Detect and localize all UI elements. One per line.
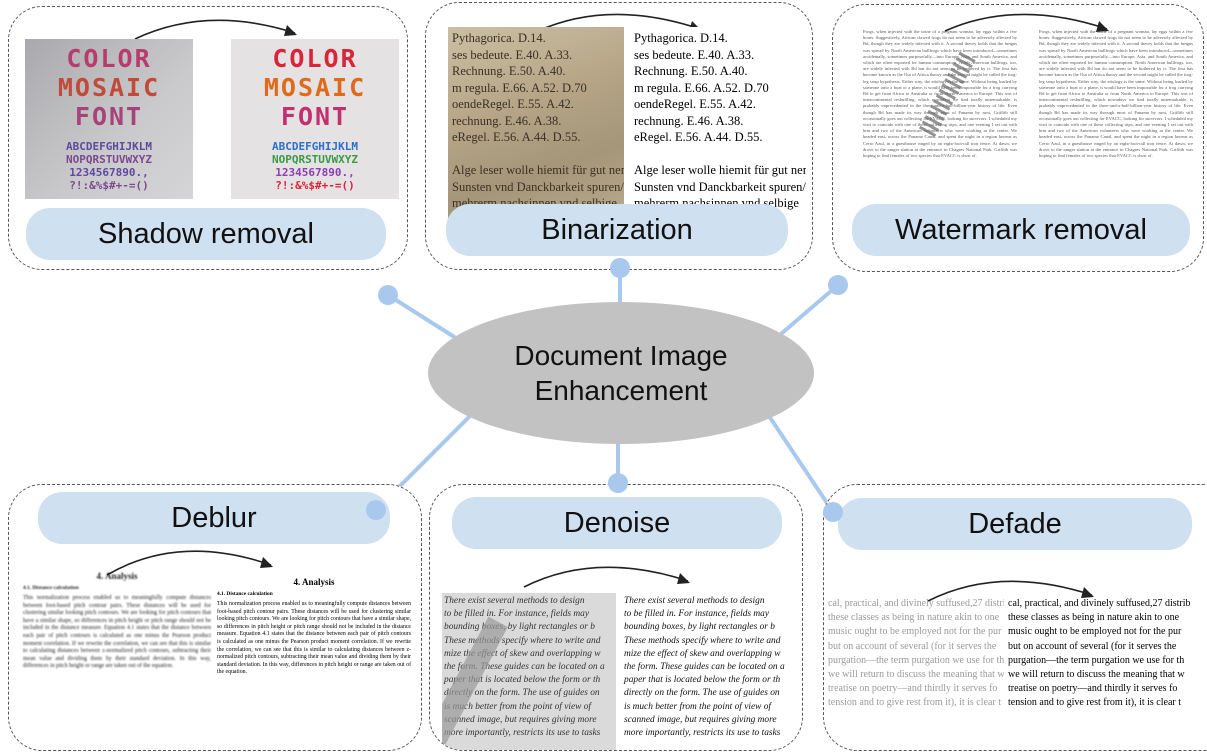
dot-defade — [823, 502, 843, 522]
denoise-line: These methods specify where to write and — [624, 635, 781, 646]
defade-line: these classes as being in nature akin to… — [828, 612, 1000, 624]
shadow-input-image: COLOR MOSAIC FONT ABCDEFGHIJKLM NOPQRSTU… — [25, 39, 193, 199]
defade-label: Defade — [838, 498, 1192, 550]
denoise-line: bounding boxes, by light rectangles or b — [624, 622, 775, 633]
shadow-output-image: COLOR MOSAIC FONT ABCDEFGHIJKLM NOPQRSTU… — [231, 39, 399, 199]
defade-line: cal, practical, and divinely suffused,27… — [828, 598, 1004, 609]
center-hub: Document Image Enhancement — [428, 302, 814, 444]
fraktur-line — [452, 146, 624, 163]
denoise-line: is much better from the point of view of — [624, 701, 772, 712]
defade-line: we will return to discuss the meaning th… — [1008, 669, 1185, 681]
denoise-line: bounding boxes, by light rectangles or b — [444, 622, 595, 633]
denoise-line: the form. These guides can be located on… — [624, 662, 785, 673]
fraktur-line: ses bedeute. E.40. A.33. — [452, 47, 573, 62]
fraktur-line: eRegel. E.56. A.44. D.55. — [452, 130, 581, 144]
deblur-label: Deblur — [38, 492, 390, 544]
fraktur-line: Pythagorica. D.14. — [452, 31, 546, 45]
defade-line: tension and to give rest from it), it is… — [1008, 697, 1182, 709]
denoise-line: mize the effect of skew and overlapping … — [444, 648, 601, 659]
denoise-panel: There exist several methods to design to … — [429, 484, 803, 751]
fraktur-line — [634, 146, 806, 163]
fraktur-line: rechnung. E.46. A.38. — [452, 113, 562, 128]
defade-line: music ought to be employed not for the p… — [1008, 626, 1182, 638]
defade-line: music ought to be employed not for the p… — [828, 626, 1002, 638]
denoise-line: to be filled in. For instance, fields ma… — [444, 609, 590, 620]
fraktur-line: oendeRegel. E.55. A.42. — [634, 97, 756, 111]
denoise-line: directly on the form. The use of guides … — [444, 688, 600, 699]
defade-line: tension and to give rest from it), it is… — [828, 697, 1002, 709]
denoise-line: paper that is located below the form or … — [444, 675, 601, 686]
denoise-input-image: There exist several methods to design to … — [442, 593, 616, 750]
fraktur-line: Alge leser wolle hiemit für gut nemmen — [452, 163, 624, 177]
watermark-removal-label: Watermark removal — [852, 204, 1190, 256]
fraktur-line: eRegel. E.56. A.44. D.55. — [634, 130, 763, 144]
center-title-line2: Enhancement — [534, 375, 708, 406]
fraktur-line: Alge leser wolle hiemit für gut nemmen — [634, 163, 806, 177]
watermark-output-image: Frogs, when injected with the urine of a… — [1039, 29, 1193, 159]
denoise-line: more importantly, restricts its use to t… — [444, 728, 601, 739]
denoise-arrow-icon — [523, 566, 690, 588]
denoise-line: more importantly, restricts its use to t… — [624, 728, 781, 739]
binarization-label: Binarization — [446, 204, 788, 256]
denoise-line: scanned image, but requires giving more — [624, 714, 777, 725]
defade-line: cal, practical, and divinely suffused,27… — [1008, 598, 1191, 609]
defade-input-image: cal, practical, and divinely suffused,27… — [828, 597, 1004, 709]
fraktur-line: Rechnung. E.50. A.40. — [452, 64, 566, 78]
fraktur-line: Sunsten vnd Danckbarkeit spuren/ gebe — [452, 179, 624, 194]
dot-shadow — [378, 285, 398, 305]
denoise-line: paper that is located below the form or … — [624, 675, 781, 686]
denoise-line: There exist several methods to design — [624, 596, 765, 606]
denoise-line: These methods specify where to write and — [444, 635, 601, 646]
defade-line: purgation—the term purgation we use for … — [1008, 654, 1185, 666]
denoise-line: scanned image, but requires giving more — [444, 714, 597, 725]
link-defade — [763, 408, 835, 514]
defade-line: treatise on poetry—and thirdly it serves… — [1008, 683, 1178, 695]
defade-line: we will return to discuss the meaning th… — [828, 669, 1004, 681]
watermark-arrow-icon — [944, 13, 1109, 32]
denoise-line: mize the effect of skew and overlapping … — [624, 648, 781, 659]
fraktur-line: ses bedeute. E.40. A.33. — [634, 47, 755, 62]
defade-line: purgation—the term purgation we use for … — [828, 654, 1004, 666]
denoise-label: Denoise — [452, 497, 782, 549]
denoise-line: directly on the form. The use of guides … — [624, 688, 780, 699]
denoise-line: is much better from the point of view of — [444, 701, 592, 712]
binarization-input-image: Pythagorica. D.14. ses bedeute. E.40. A.3… — [448, 27, 624, 221]
denoise-output-image: There exist several methods to design to … — [622, 593, 798, 750]
dot-watermark — [828, 275, 848, 295]
fraktur-line: m regula. E.66. A.52. D.70 — [634, 80, 769, 95]
binarization-output-image: Pythagorica. D.14. ses bedeute. E.40. A.3… — [630, 27, 806, 221]
dot-binarization — [610, 258, 630, 278]
defade-line: but on account of several (for it serves… — [1008, 640, 1177, 652]
deblur-input-image: 4. Analysis 4.1. Distance calculation Th… — [23, 571, 211, 670]
defade-line: these classes as being in nature akin to… — [1008, 612, 1180, 624]
dot-denoise — [608, 473, 628, 493]
denoise-line: There exist several methods to design — [444, 596, 585, 606]
dot-deblur — [366, 500, 386, 520]
fraktur-line: rechnung. E.46. A.38. — [634, 113, 744, 128]
center-title-line1: Document Image — [514, 340, 728, 371]
defade-line: but on account of several (for it serves… — [828, 640, 997, 652]
fraktur-line: Sunsten vnd Danckbarkeit spuren/ gebe — [634, 179, 806, 194]
denoise-line: to be filled in. For instance, fields ma… — [624, 609, 770, 620]
mosaic-input-text: COLOR MOSAIC FONT ABCDEFGHIJKLM NOPQRSTU… — [57, 44, 161, 192]
deblur-arrow-icon — [106, 550, 273, 576]
watermark-input-image: Frogs, when injected with the urine of a… — [863, 29, 1017, 159]
fraktur-line: Rechnung. E.50. A.40. — [634, 64, 748, 78]
defade-arrow-icon — [927, 580, 1094, 602]
fraktur-line: Pythagorica. D.14. — [634, 31, 728, 45]
defade-output-image: cal, practical, and divinely suffused,27… — [1008, 597, 1207, 709]
deblur-output-image: 4. Analysis 4.1. Distance calculation Th… — [217, 577, 411, 676]
shadow-arrow-icon — [134, 19, 297, 40]
fraktur-line: oendeRegel. E.55. A.42. — [452, 97, 574, 111]
shadow-removal-label: Shadow removal — [26, 208, 386, 260]
mosaic-output-text: COLOR MOSAIC FONT ABCDEFGHIJKLM NOPQRSTU… — [263, 44, 367, 192]
denoise-line: the form. These guides can be located on… — [444, 662, 605, 673]
defade-line: treatise on poetry—and thirdly it serves… — [828, 683, 998, 695]
fraktur-line: m regula. E.66. A.52. D.70 — [452, 80, 587, 95]
